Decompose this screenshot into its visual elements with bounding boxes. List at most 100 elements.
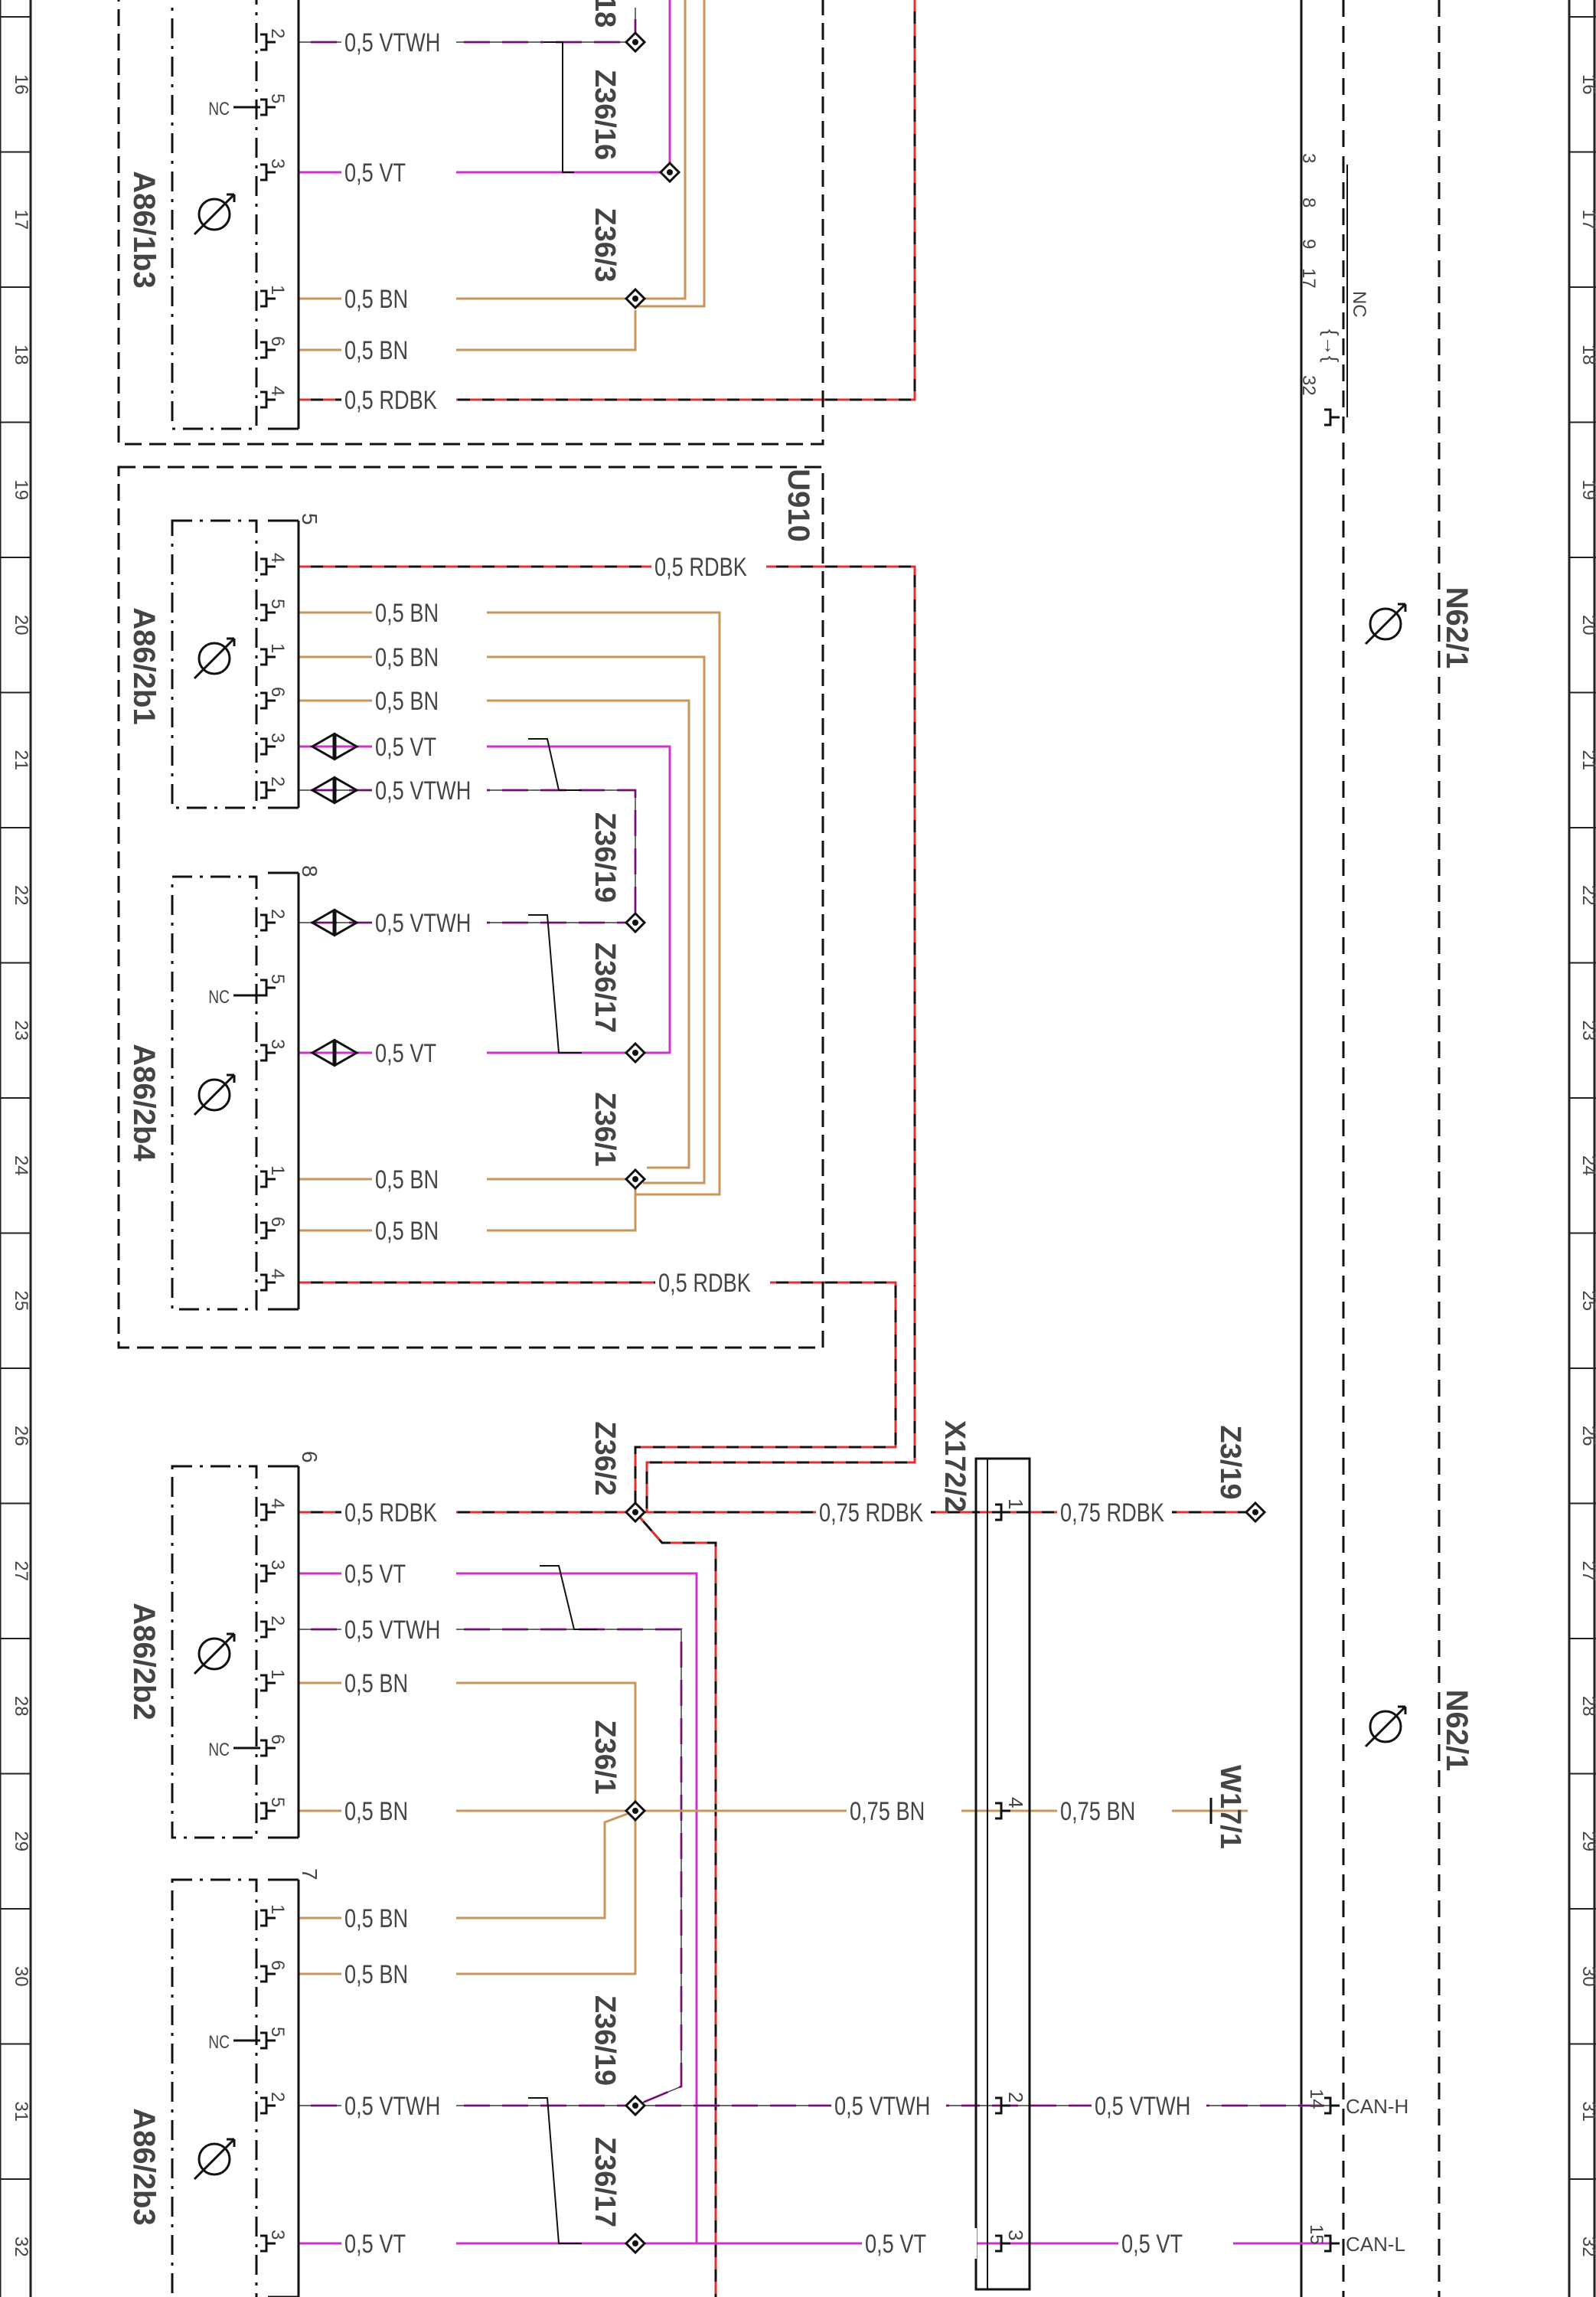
sensor-icon-1 [197, 642, 231, 675]
pin-2b1-mark-p2b1_2 [260, 781, 276, 799]
wire-label-w12: 0,5 VTWH [375, 908, 471, 938]
label-bg [831, 2090, 946, 2121]
wire-z36-3-up2 [635, 0, 706, 308]
label-bg [341, 157, 456, 188]
grid-row-label-right: 25 [1578, 1290, 1596, 1311]
n62-nc: NC [1349, 291, 1369, 318]
sensor-box-2b3 [171, 1878, 258, 2297]
pin-2b2-label-p2b2_6: 6 [267, 1734, 288, 1744]
grid-row-label-right: 24 [1578, 1155, 1596, 1176]
n62-pin-8: 8 [1298, 198, 1319, 207]
pin-2b4-label-p2b4_6: 6 [267, 1217, 288, 1227]
label-bg [372, 1215, 487, 1246]
splice-5-dot [632, 1176, 638, 1182]
pin-2b3-mark-p2b3_1 [260, 1909, 276, 1927]
label-bg [341, 1497, 456, 1528]
x172-pin-x2 [995, 2096, 1010, 2115]
grid-row-label-left: 20 [11, 615, 31, 636]
pin-2b4-label-p2b4_1: 1 [267, 1165, 288, 1175]
splice-7-dot [632, 1808, 638, 1814]
sensor-icon-4 [197, 2142, 231, 2176]
pin-2b3-mark-p2b3_3 [260, 2234, 276, 2253]
pin-2b4-mark-p2b4_4 [260, 1273, 276, 1292]
sensor-icon-5-arrow [1364, 603, 1407, 645]
label-bg [341, 27, 456, 57]
splice-8-dot [632, 2103, 638, 2109]
pin-2b4-label-p2b4_2: 2 [267, 909, 288, 919]
label-bg [372, 907, 487, 938]
wire-label-w31: 0,5 VT [344, 2229, 406, 2259]
wire-2b3-6 [299, 1811, 637, 1975]
wire-label-w07: 0,5 BN [375, 598, 439, 628]
label-z36-1a: Z36/1 [589, 1092, 621, 1166]
grid-row-label-left: 26 [11, 1426, 31, 1446]
grid-row-label-right: 19 [1578, 479, 1596, 500]
wire-label-w33: 0,5 VT [1121, 2229, 1183, 2259]
label-bg [372, 685, 487, 716]
x172-2-connector [974, 1457, 1031, 2291]
wire-label-w10: 0,5 VT [375, 732, 436, 762]
nc-label-2: NC [208, 1739, 230, 1760]
label-bg [341, 1558, 456, 1589]
sensor-box-2b2 [171, 1465, 258, 1839]
wire-label-w02: 0,5 VT [344, 158, 406, 188]
wire-label-w06: 0,5 RDBK [654, 552, 747, 582]
x172-pin-x1 [995, 1503, 1010, 1521]
label-bg [341, 335, 456, 365]
pin-2b4-label-p2b4_5: 5 [267, 974, 288, 984]
label-z3-19: Z3/19 [1214, 1425, 1246, 1499]
wire-label-w30: 0,5 VTWH [1095, 2091, 1190, 2121]
n62-pin-17: 17 [1298, 268, 1319, 289]
pin-2b3-label-p2b3_3: 3 [267, 2230, 288, 2240]
splice-0-dot [632, 39, 638, 45]
pin-2b2-label-p2b2_5: 5 [267, 1797, 288, 1807]
splice-9-dot [632, 2240, 638, 2246]
wire-label-w27: 0,5 BN [344, 1959, 408, 1989]
sensor-box-2b4 [171, 875, 258, 1311]
n62-pin-32-label: 32 [1298, 375, 1319, 396]
pin-2b4-mark-p2b4_1 [260, 1170, 276, 1188]
x172-pin-label-x4: 4 [1004, 1797, 1027, 1808]
pin-1b3-mark-p1b3_3 [260, 163, 276, 181]
wire-label-w09: 0,5 BN [375, 686, 439, 716]
grid-row-label-right: 21 [1578, 750, 1596, 770]
n62-pin-32 [1324, 408, 1340, 426]
grid-row-label-right: 20 [1578, 615, 1596, 636]
wire-label-w21: 0,5 VTWH [344, 1615, 440, 1645]
pin-2b2-label-p2b2_1: 1 [267, 1669, 288, 1679]
grid-row-label-left: 32 [11, 2237, 31, 2257]
label-bg [341, 1959, 456, 1989]
pin-2b2-label-p2b2_2: 2 [267, 1616, 288, 1626]
pin-1b3-label-p1b3_6: 6 [267, 336, 288, 346]
grid-row-label-left: 17 [11, 209, 31, 230]
label-bg [341, 2228, 456, 2259]
grid-row-label-right: 17 [1578, 209, 1596, 230]
label-z36-2: Z36/2 [589, 1421, 621, 1495]
pin-2b2-label-p2b2_3: 3 [267, 1560, 288, 1570]
grid-row-label-left: 21 [11, 750, 31, 770]
n62-pin-label-14: 14 [1306, 2089, 1327, 2109]
pin-2b2-label-p2b2_4: 4 [267, 1498, 288, 1508]
wire-u910-rdbk-stripe [645, 1286, 916, 1512]
splice-3-dot [632, 920, 638, 926]
wire-z36-3-up1 [635, 0, 687, 300]
pin-1b3-label-p1b3_3: 3 [267, 158, 288, 168]
wire-label-w14: 0,5 BN [375, 1165, 439, 1194]
wire-2b1-2-core [299, 789, 636, 923]
label-bg [372, 1164, 487, 1194]
sensor-box-2b1 [171, 519, 258, 809]
wire-label-w11: 0,5 VTWH [375, 776, 471, 805]
wire-2b2-1 [299, 1681, 637, 1811]
pin-2b2-mark-p2b2_1 [260, 1674, 276, 1692]
sensor-icon-3-arrow [193, 1632, 236, 1675]
wire-1b3-4-stripe [299, 0, 916, 401]
wire-label-w22: 0,5 BN [344, 1668, 408, 1698]
sensor-icon-1-arrow [193, 637, 236, 680]
wire-2b1-1 [299, 655, 706, 1184]
sensor-icon-6-arrow [1364, 1705, 1407, 1748]
pin-2b1-label-p2b1_6: 6 [267, 687, 288, 697]
label-bg [341, 2090, 456, 2121]
sensor-icon-3 [197, 1637, 231, 1671]
grid-row-label-left: 23 [11, 1020, 31, 1041]
label-bg [816, 1497, 931, 1528]
